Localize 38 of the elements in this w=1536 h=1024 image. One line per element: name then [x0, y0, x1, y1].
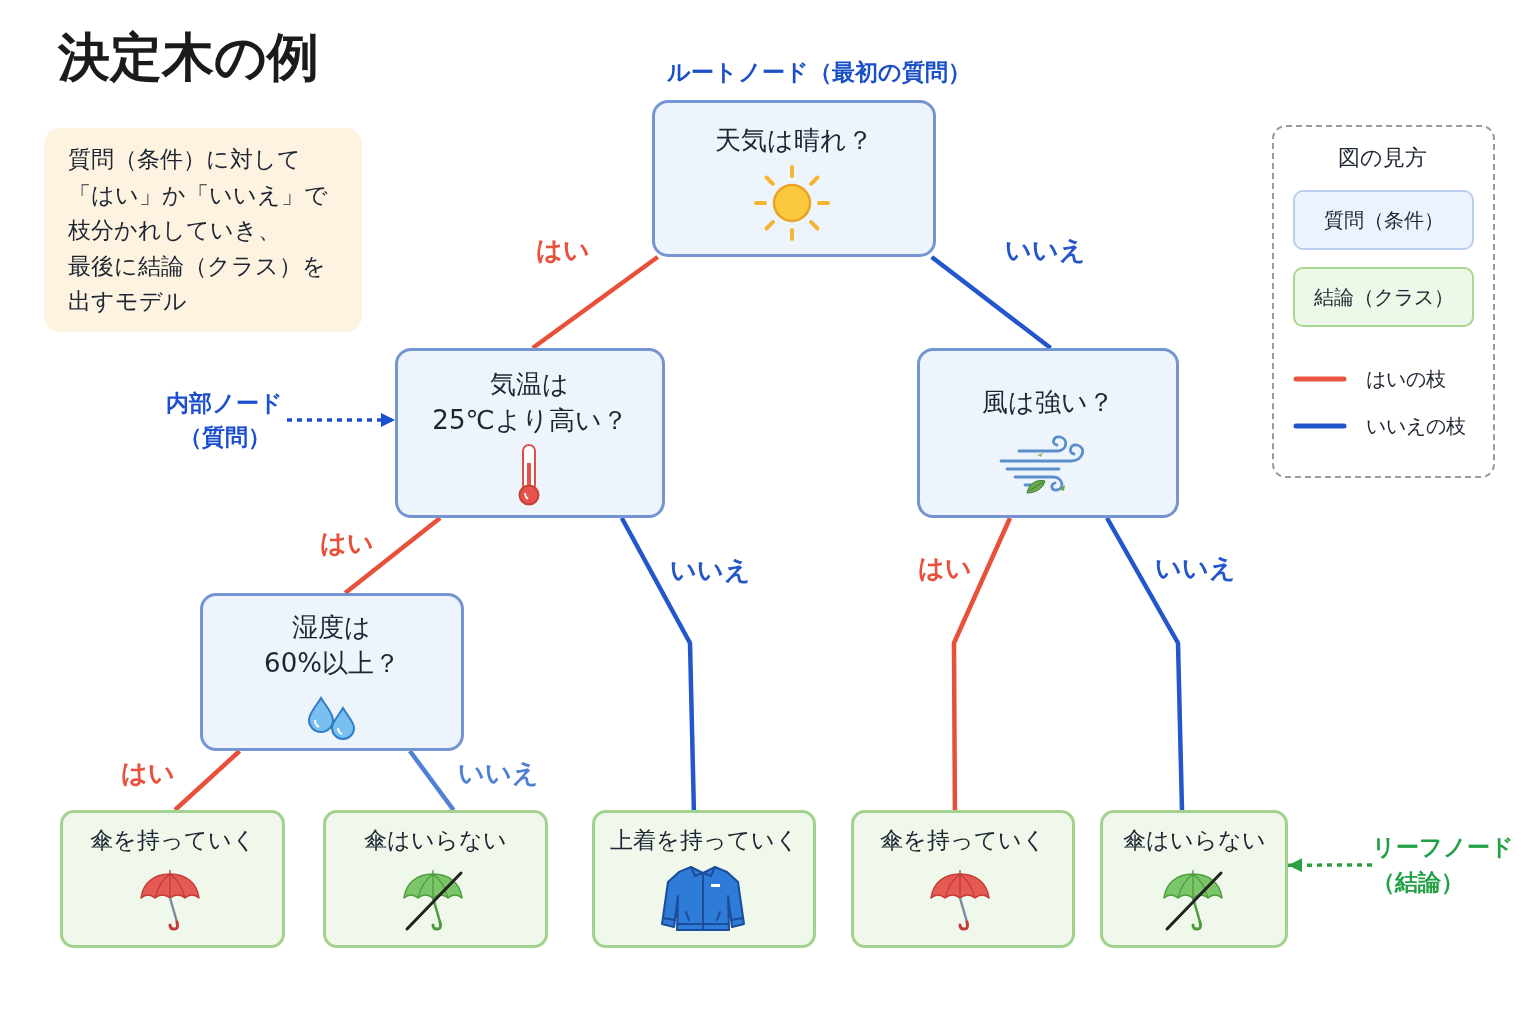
- conclusion-text: 傘を持っていく: [89, 826, 256, 855]
- branch-line: [930, 255, 1052, 350]
- conclusion-box: [323, 810, 548, 948]
- description-box: [44, 128, 362, 332]
- arrow: [287, 413, 395, 427]
- branch-line: [343, 516, 442, 595]
- question-text: 気温は25℃より高い？: [432, 368, 628, 437]
- conclusion-box: [592, 810, 816, 948]
- branch-line: [951, 517, 1013, 810]
- legend-text: いいえの枝: [1366, 413, 1466, 440]
- arrow: [1288, 858, 1372, 873]
- branch-line: [619, 516, 697, 811]
- conclusion-text: 傘を持っていく: [880, 826, 1046, 855]
- annotation-text: リーフノード（結論）: [1372, 830, 1522, 900]
- branch-line: [173, 749, 242, 812]
- branch-line: [408, 749, 456, 812]
- question-text: 湿度は60%以上？: [264, 611, 400, 680]
- question-box: [200, 593, 464, 751]
- question-box: [917, 348, 1179, 518]
- conclusion-box: [1100, 810, 1288, 948]
- branch-line: [1105, 516, 1185, 811]
- legend-title: 図の見方: [1337, 144, 1427, 172]
- conclusion-box: [60, 810, 285, 948]
- legend-box: 結論（クラス）: [1293, 267, 1474, 327]
- legend-box: 質問（条件）: [1293, 190, 1474, 250]
- legend-text: はいの枝: [1366, 366, 1446, 393]
- annotation-text: 内部ノード（質問）: [162, 386, 287, 454]
- question-text: 天気は晴れ？: [715, 124, 873, 157]
- node-caption: ルートノード（最初の質問）: [667, 58, 971, 87]
- conclusion-box: [851, 810, 1075, 948]
- branch-line: [531, 255, 660, 350]
- conclusion-text: 上着を持っていく: [609, 826, 799, 855]
- question-text: 風は強い？: [982, 386, 1114, 419]
- conclusion-text: 傘はいらない: [364, 826, 507, 855]
- question-box: [395, 348, 665, 518]
- title: 決定木の例: [44, 22, 348, 99]
- description-text: 質問（条件）に対して「はい」か「いいえ」で枝分かれしていき、最後に結論（クラス）を出すモデル: [68, 145, 329, 316]
- conclusion-text: 傘はいらない: [1122, 826, 1266, 855]
